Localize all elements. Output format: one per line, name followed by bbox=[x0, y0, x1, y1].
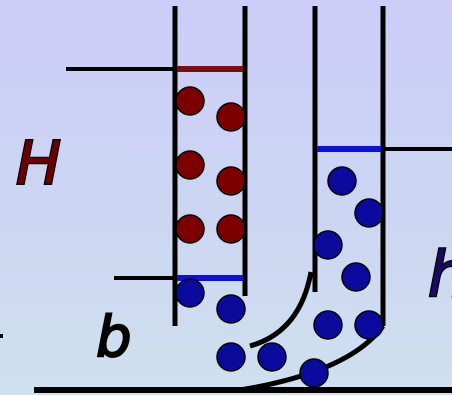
blue-particle bbox=[216, 294, 246, 324]
u-bend-inner-curve bbox=[249, 271, 314, 349]
h-label: h bbox=[428, 238, 452, 311]
blue-particle bbox=[354, 310, 384, 340]
red-particles bbox=[175, 86, 246, 244]
red-particle bbox=[216, 102, 246, 132]
H-label: H bbox=[16, 129, 61, 199]
blue-particle bbox=[216, 342, 246, 372]
blue-particle bbox=[341, 262, 371, 292]
blue-particle bbox=[175, 278, 205, 308]
red-particle bbox=[175, 150, 205, 180]
blue-particle bbox=[313, 230, 343, 260]
blue-particle bbox=[327, 166, 357, 196]
blue-particle bbox=[299, 358, 329, 388]
blue-particles bbox=[175, 166, 384, 388]
blue-particle bbox=[313, 310, 343, 340]
red-particle bbox=[216, 214, 246, 244]
red-particle bbox=[175, 86, 205, 116]
red-particle bbox=[216, 166, 246, 196]
blue-particle bbox=[354, 198, 384, 228]
blue-particle bbox=[257, 342, 287, 372]
b-label: b bbox=[96, 305, 132, 370]
red-particle bbox=[175, 214, 205, 244]
